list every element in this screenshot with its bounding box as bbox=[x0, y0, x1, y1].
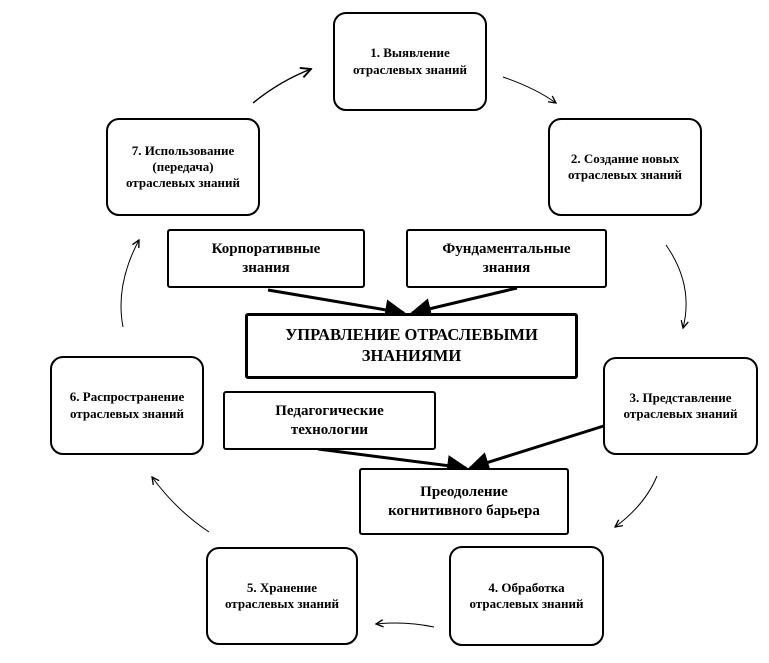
cognitive-barrier-box: Преодоление когнитивного барьера bbox=[359, 468, 569, 535]
arrow-pedagogical-to-barrier bbox=[317, 447, 469, 477]
arrow-representation-to-barrier bbox=[467, 422, 611, 473]
step-3-representation: 3. Представление отраслевых знаний bbox=[603, 357, 758, 455]
knowledge-management-box: УПРАВЛЕНИЕ ОТРАСЛЕВЫМИ ЗНАНИЯМИ bbox=[245, 313, 578, 379]
step-3-label: 3. Представление отраслевых знаний bbox=[623, 389, 738, 421]
arrow-3-to-4 bbox=[615, 475, 658, 527]
cognitive-barrier-label: Преодоление когнитивного барьера bbox=[388, 483, 540, 519]
arrow-2-to-3 bbox=[665, 244, 686, 328]
arrow-4-to-5 bbox=[376, 623, 435, 628]
step-1-identification: 1. Выявление отраслевых знаний bbox=[333, 12, 487, 111]
pedagogical-technologies-label: Педагогические технологии bbox=[275, 402, 384, 438]
knowledge-management-label: УПРАВЛЕНИЕ ОТРАСЛЕВЫМИ ЗНАНИЯМИ bbox=[285, 325, 538, 365]
step-1-label: 1. Выявление отраслевых знаний bbox=[352, 45, 468, 77]
arrow-7-to-1 bbox=[252, 69, 311, 104]
corporate-knowledge-label: Корпоративные знания bbox=[211, 240, 321, 276]
step-2-creation: 2. Создание новых отраслевых знаний bbox=[548, 118, 702, 216]
arrow-1-to-2 bbox=[502, 76, 556, 103]
step-2-label: 2. Создание новых отраслевых знаний bbox=[567, 150, 683, 182]
arrow-6-to-7 bbox=[120, 240, 139, 328]
fundamental-knowledge-box: Фундаментальные знания bbox=[406, 229, 607, 288]
arrow-corporate-to-management bbox=[267, 288, 407, 321]
arrow-fundamental-to-management bbox=[409, 286, 518, 319]
step-4-label: 4. Обработка отраслевых знаний bbox=[469, 579, 584, 611]
step-7-label: 7. Использование (передача) отраслевых з… bbox=[125, 142, 241, 191]
step-7-usage: 7. Использование (передача) отраслевых з… bbox=[106, 118, 260, 216]
fundamental-knowledge-label: Фундаментальные знания bbox=[442, 240, 571, 276]
step-6-label: 6. Распространение отраслевых знаний bbox=[69, 389, 185, 421]
step-5-label: 5. Хранение отраслевых знаний bbox=[224, 579, 340, 611]
step-6-distribution: 6. Распространение отраслевых знаний bbox=[50, 356, 204, 455]
corporate-knowledge-box: Корпоративные знания bbox=[167, 229, 365, 288]
step-5-storage: 5. Хранение отраслевых знаний bbox=[206, 547, 358, 645]
step-4-processing: 4. Обработка отраслевых знаний bbox=[449, 546, 604, 646]
pedagogical-technologies-box: Педагогические технологии bbox=[223, 391, 436, 450]
arrow-5-to-6 bbox=[152, 477, 210, 533]
